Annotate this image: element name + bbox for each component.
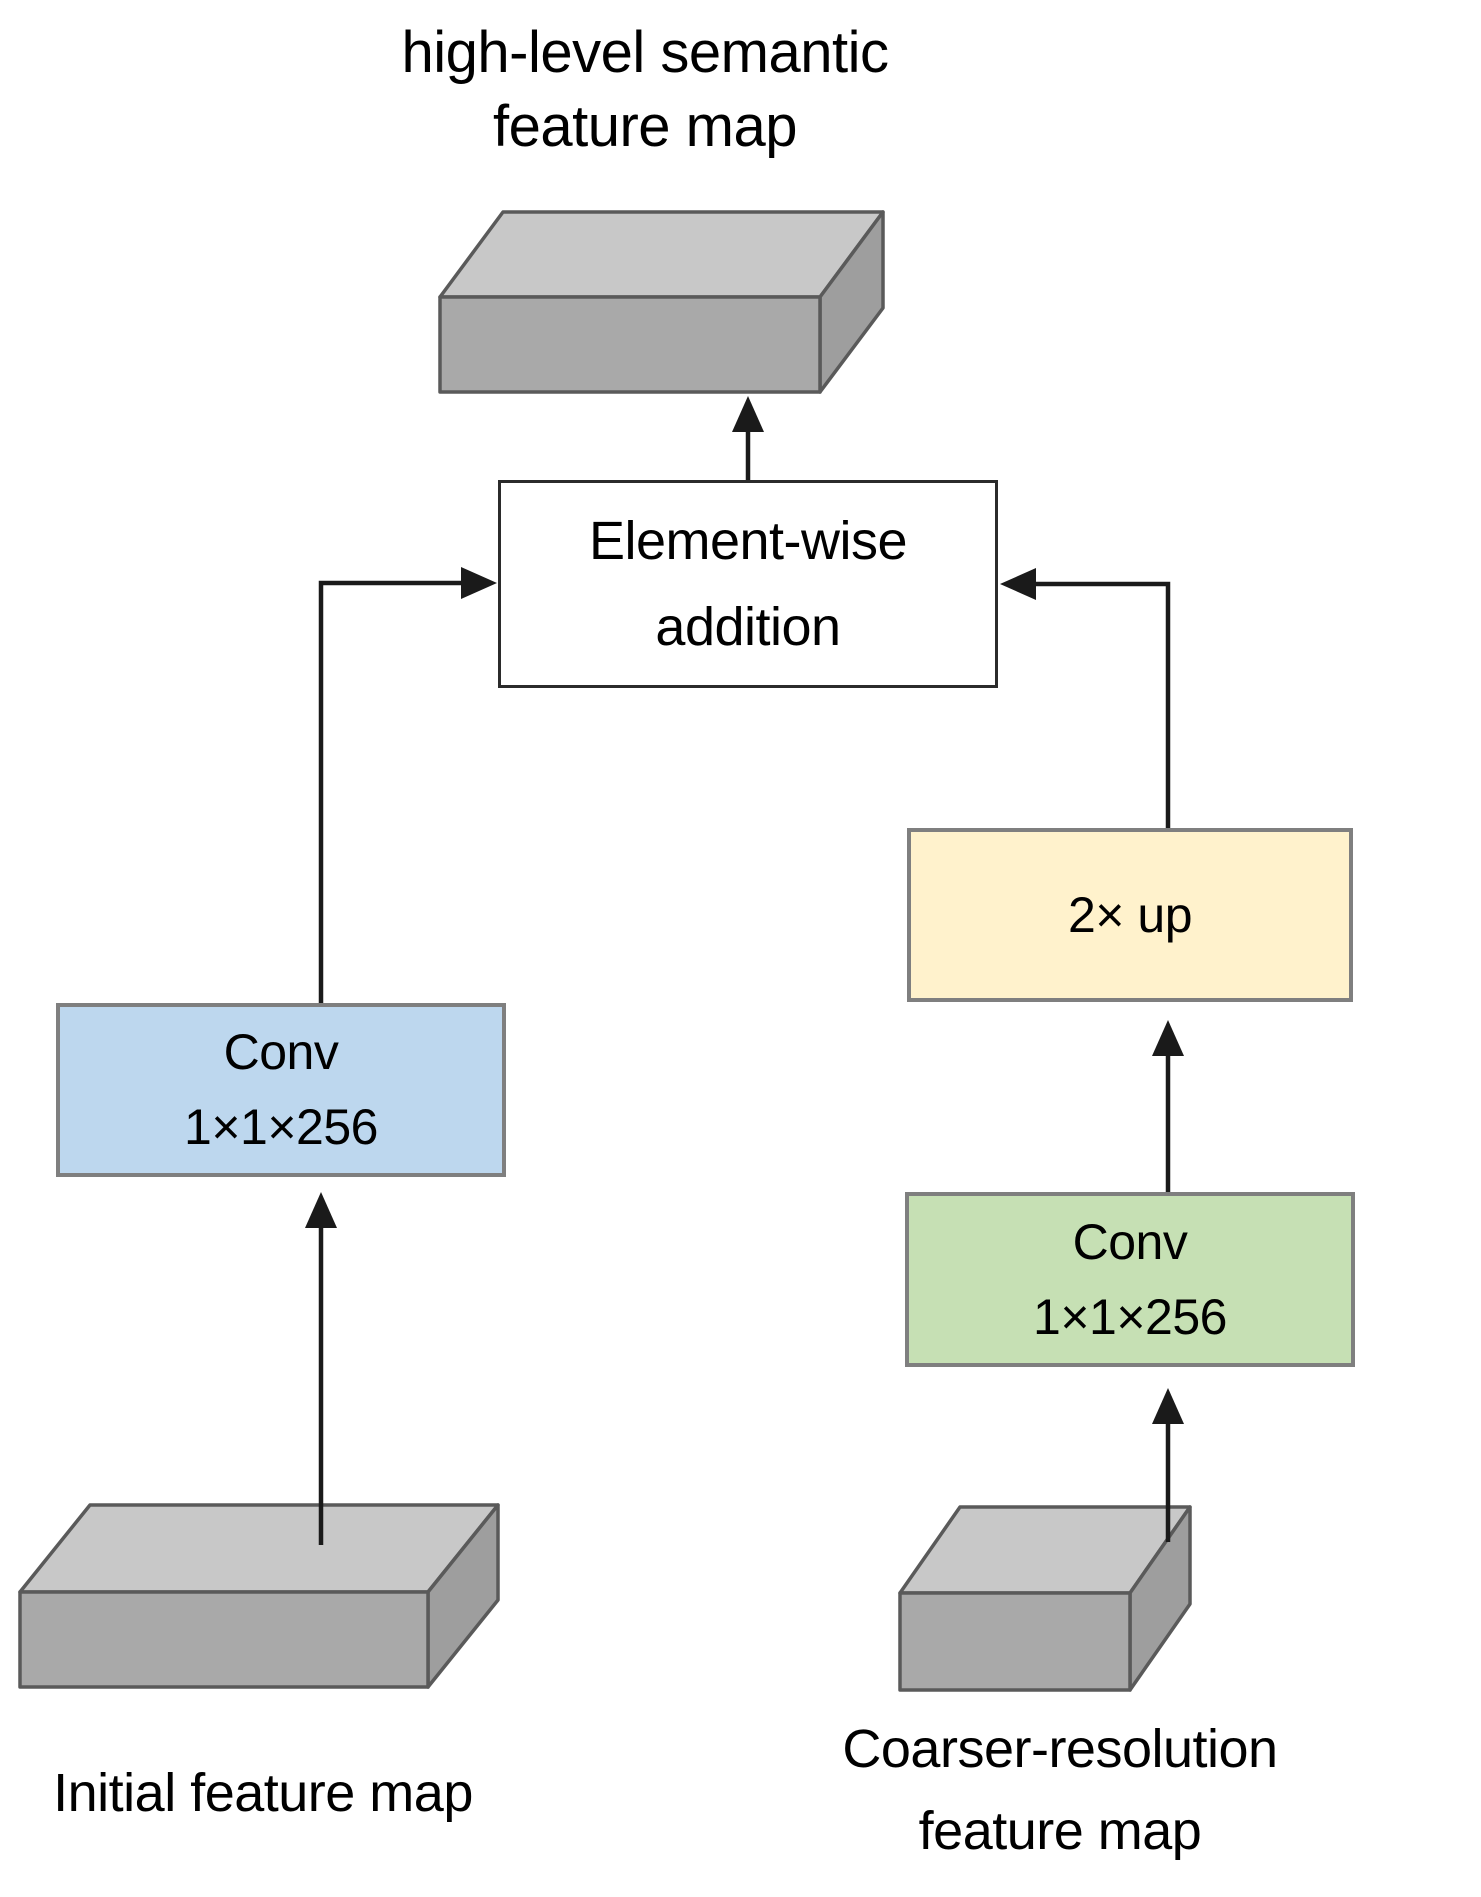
arrowhead-up-icon xyxy=(732,396,764,432)
slab-front-face xyxy=(898,1591,1132,1692)
arrow-upsample-to-elementwise xyxy=(1000,568,1171,828)
arrowhead-left-icon xyxy=(1000,568,1036,600)
initial-feature-map-slab xyxy=(18,1503,500,1689)
arrowhead-right-icon xyxy=(461,567,497,599)
slab-top-face xyxy=(438,210,885,299)
high-level-feature-map-slab xyxy=(438,210,885,394)
arrow-conv-to-elementwise xyxy=(318,567,497,1003)
conv-1x1x256-right-box: Conv 1×1×256 xyxy=(905,1192,1355,1367)
arrowhead-up-icon xyxy=(305,1192,337,1228)
conv-1x1x256-left-box: Conv 1×1×256 xyxy=(56,1003,506,1177)
initial-feature-map-label: Initial feature map xyxy=(53,1763,473,1823)
elementwise-addition-box: Element-wise addition xyxy=(498,480,998,688)
arrow-initial-to-conv xyxy=(305,1192,337,1545)
coarser-feature-map-label: Coarser-resolution feature map xyxy=(842,1719,1278,1862)
arrowhead-up-icon xyxy=(1152,1388,1184,1424)
arrow-coarser-to-conv xyxy=(1152,1388,1184,1542)
slab-front-face xyxy=(18,1590,430,1689)
arrowhead-up-icon xyxy=(1152,1020,1184,1056)
output-slab-label: high-level semantic feature map xyxy=(401,20,889,160)
coarser-feature-map-slab xyxy=(898,1505,1192,1692)
upsample-2x-box: 2× up xyxy=(907,828,1353,1002)
slab-front-face xyxy=(438,295,822,394)
slab-top-face xyxy=(18,1503,500,1594)
arrow-conv-to-upsample xyxy=(1152,1020,1184,1192)
arrow-elementwise-to-output xyxy=(732,396,764,480)
